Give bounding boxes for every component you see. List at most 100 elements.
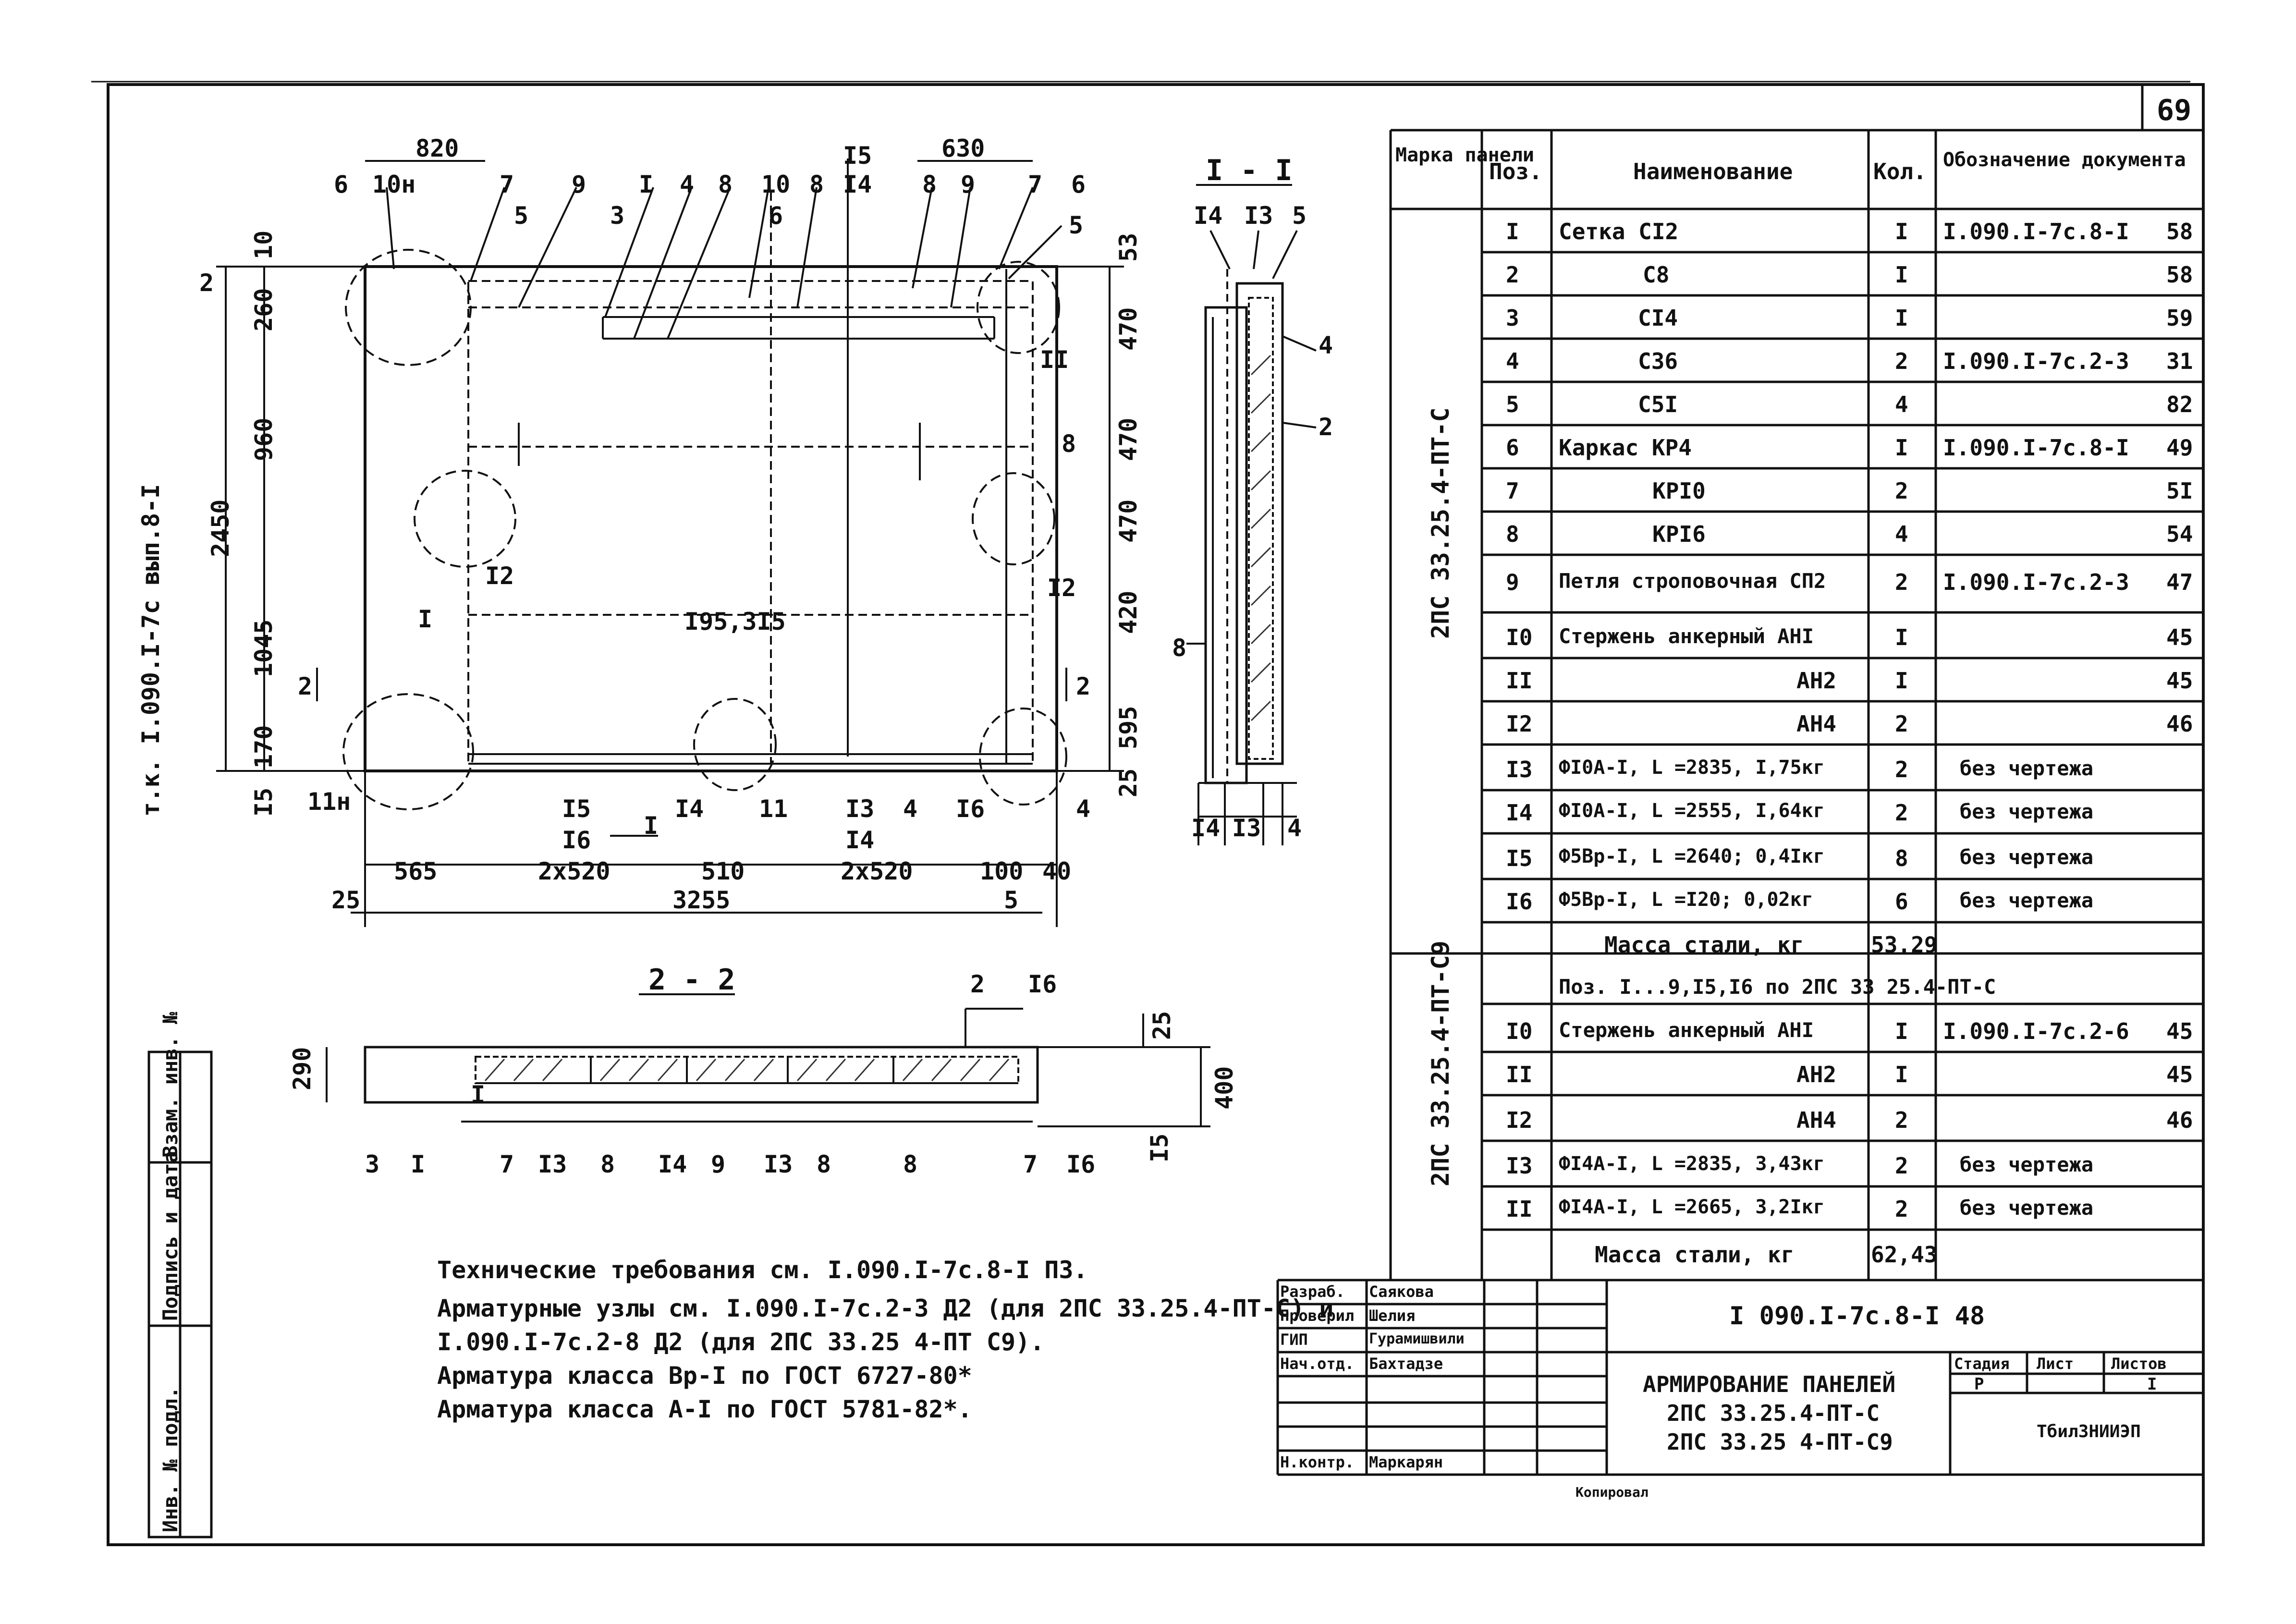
note-2: Арматурные узлы см. I.090.I-7с.2-3 Д2 (д… — [437, 1294, 1334, 1322]
row-5-page: 82 — [2166, 391, 2193, 417]
th-qty: Кол. — [1873, 159, 1927, 184]
row-13-name: ФI0А-I, L =2835, I,75кг — [1559, 757, 1825, 779]
label-mid-3: I95,3I5 — [684, 608, 786, 635]
label-top-2: 10н — [372, 171, 416, 198]
row-13-qty: 2 — [1895, 757, 1908, 782]
stage-value: Р — [1974, 1375, 1984, 1394]
row-2-name: С8 — [1643, 262, 1670, 288]
label-top-11: 8 — [922, 171, 937, 198]
row-14-doc: без чертежа — [1960, 800, 2094, 823]
label-bottom-1: 11н — [307, 788, 351, 816]
row-7-name: КРI0 — [1652, 478, 1706, 504]
dim-left-1: 2 — [199, 269, 214, 297]
row-20-pos: II — [1506, 1062, 1533, 1087]
row-19-name: Стержень анкерный АНI — [1559, 1018, 1814, 1042]
row-7-pos: 7 — [1506, 478, 1519, 504]
copied-stamp: Копировал — [1575, 1484, 1649, 1500]
s2-label-5: 400 — [1210, 1066, 1238, 1110]
s2-label-6: 3 — [365, 1150, 380, 1178]
row-22-name: ФI4А-I, L =2835, 3,43кг — [1559, 1153, 1825, 1175]
label-top-13: 7 — [1028, 171, 1043, 198]
dim-left-5: 2450 — [207, 499, 234, 557]
doc-code: I 090.I-7с.8-I 48 — [1729, 1302, 1985, 1331]
row-21-pos: I2 — [1506, 1107, 1533, 1133]
row-1-name: Сетка СI2 — [1559, 219, 1679, 244]
row-5-qty: 4 — [1895, 391, 1908, 417]
label-mid-2: I2 — [485, 562, 514, 590]
dim-bottom-5: 100 — [980, 857, 1024, 885]
mark-2: 2ПС 33.25.4-ПТ-С9 — [1427, 940, 1454, 1186]
s2-label-10: 8 — [600, 1150, 615, 1178]
th-mark: Марка панели — [1395, 144, 1534, 166]
row-8-pos: 8 — [1506, 521, 1519, 547]
row-11-page: 45 — [2166, 668, 2193, 694]
row-6-qty: I — [1895, 435, 1908, 461]
row-7-page: 5I — [2166, 478, 2193, 504]
row-11-pos: II — [1506, 668, 1533, 694]
label-mid-4: 8 — [1062, 430, 1076, 458]
s2-label-8: 7 — [500, 1150, 514, 1178]
row-2-pos: 2 — [1506, 262, 1519, 288]
role-3-name: Гурамишвили — [1369, 1331, 1465, 1347]
s2-label-2: 2 — [970, 970, 985, 998]
row-14-name: ФI0А-I, L =2555, I,64кг — [1559, 800, 1825, 822]
mark-1: 2ПС 33.25.4-ПТ-С — [1427, 407, 1454, 639]
row-23-pos: II — [1506, 1196, 1533, 1222]
dim-right-3: 470 — [1114, 417, 1142, 461]
row-2-qty: I — [1895, 262, 1908, 288]
note-3: I.090.I-7с.2-8 Д2 (для 2ПС 33.25 4-ПТ С9… — [437, 1328, 1045, 1356]
dim-right-4: 470 — [1114, 499, 1142, 543]
row-22-doc: без чертежа — [1960, 1153, 2094, 1176]
note-4: Арматура класса Вр-I по ГОСТ 6727-80* — [437, 1362, 972, 1390]
label-top-6: 4 — [680, 171, 695, 198]
row-23-name: ФI4А-I, L =2665, 3,2Iкг — [1559, 1196, 1825, 1218]
dim-left-6: 1045 — [250, 619, 278, 677]
dim-bottom-8: 3255 — [672, 886, 731, 914]
s1-label-1: I4 — [1194, 202, 1223, 230]
row-4-doc: I.090.I-7с.2-3 — [1943, 348, 2129, 374]
s2-label-4: 25 — [1148, 1011, 1176, 1040]
row-15-doc: без чертежа — [1960, 845, 2094, 869]
row-4-pos: 4 — [1506, 348, 1519, 374]
row-21-qty: 2 — [1895, 1107, 1908, 1133]
th-doc: Обозначение документа — [1943, 149, 2186, 171]
row-9-qty: 2 — [1895, 569, 1908, 595]
section-1-title: I - I — [1206, 154, 1293, 187]
title-line-3: 2ПС 33.25 4-ПТ-С9 — [1667, 1429, 1893, 1455]
label-top-19: I5 — [843, 142, 872, 170]
row-1-qty: I — [1895, 219, 1908, 244]
row-17-qty: 53.29 — [1871, 932, 1938, 958]
row-23-doc: без чертежа — [1960, 1196, 2094, 1220]
row-14-qty: 2 — [1895, 800, 1908, 826]
label-top-15: 5 — [1069, 211, 1084, 239]
title-line-1: АРМИРОВАНИЕ ПАНЕЛЕЙ — [1643, 1371, 1896, 1397]
row-12-pos: I2 — [1506, 711, 1533, 737]
left-strip-label-1: Инв. № подл. — [159, 1386, 182, 1532]
dim-right-5: 420 — [1114, 590, 1142, 634]
label-bottom-8: I4 — [845, 826, 875, 854]
label-top-1: 6 — [334, 171, 349, 198]
s1-label-5: 2 — [1319, 413, 1333, 441]
row-15-name: Ф5Вр-I, L =2640; 0,4Iкг — [1559, 845, 1825, 867]
row-4-name: С36 — [1638, 348, 1678, 374]
row-13-doc: без чертежа — [1960, 757, 2094, 780]
dim-left-8: I5 — [250, 787, 278, 817]
note-1: Технические требования см. I.090.I-7с.8-… — [437, 1256, 1088, 1284]
s2-label-11: I4 — [658, 1150, 687, 1178]
s2-label-9: I3 — [538, 1150, 567, 1178]
row-3-pos: 3 — [1506, 305, 1519, 331]
spec-table-grid — [1389, 129, 2203, 1282]
label-top-4: 9 — [572, 171, 586, 198]
dim-right-1: 53 — [1114, 232, 1142, 262]
row-8-qty: 4 — [1895, 521, 1908, 547]
role-7-name: Маркарян — [1369, 1453, 1443, 1471]
row-10-qty: I — [1895, 624, 1908, 650]
s2-label-3: I6 — [1028, 970, 1057, 998]
label-mid-1: I — [418, 605, 433, 633]
left-strip-label-2: Подпись и дата — [159, 1150, 182, 1321]
s2-label-1: 290 — [288, 1047, 316, 1090]
label-top-16: 5 — [514, 202, 529, 230]
row-6-pos: 6 — [1506, 435, 1519, 461]
dim-right-7: 25 — [1114, 768, 1142, 797]
